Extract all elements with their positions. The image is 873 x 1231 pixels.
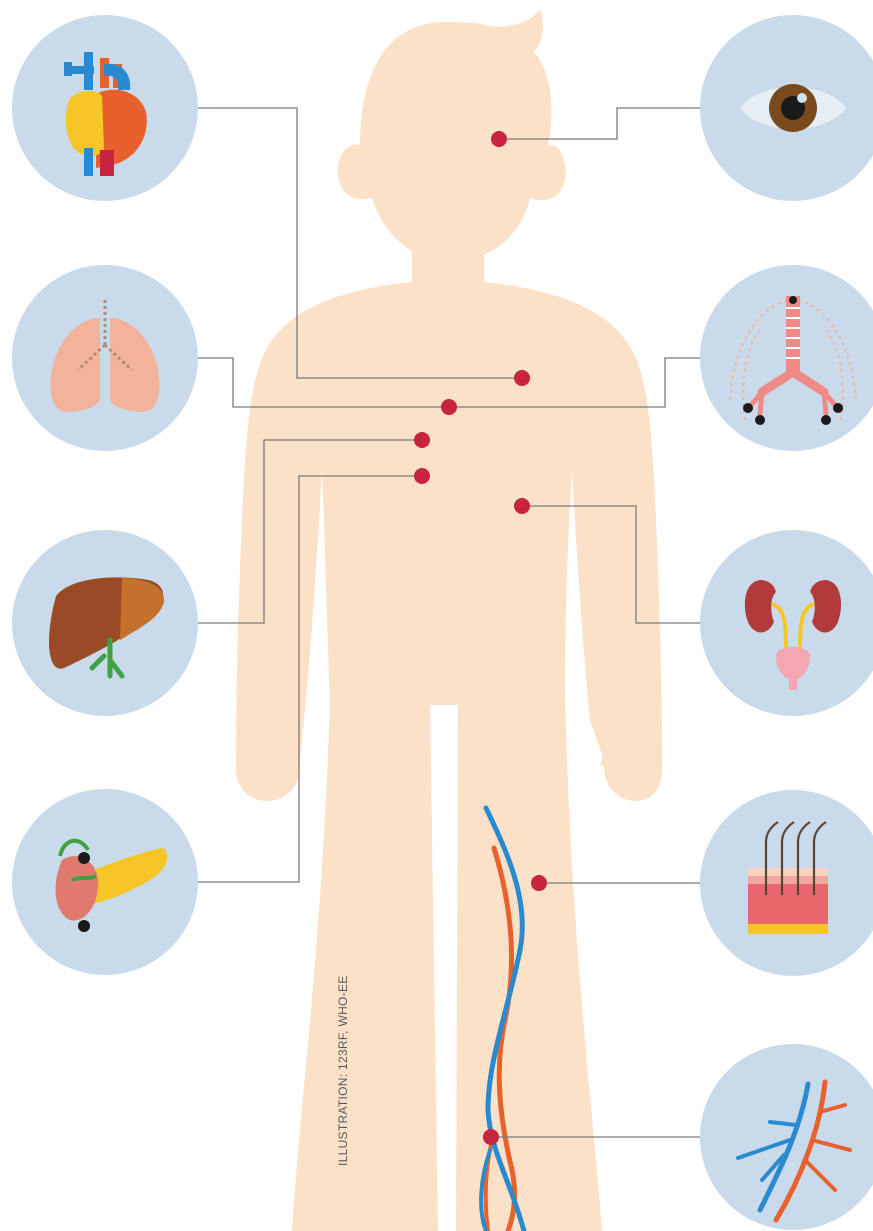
- liver-icon: [12, 530, 198, 716]
- eye-icon: [700, 15, 873, 201]
- blood-vessels-marker: [483, 1129, 499, 1145]
- right-leg: [456, 700, 602, 1231]
- blood-vessels-icon: [700, 1044, 873, 1230]
- pancreas-icon: [12, 789, 198, 975]
- heart-marker: [514, 370, 530, 386]
- heart-icon: [12, 15, 198, 201]
- illustration-credit: ILLUSTRATION: 123RF, WHO-EE: [336, 975, 350, 1166]
- torso: [236, 282, 662, 801]
- kidneys-icon: [700, 530, 873, 716]
- airways-icon: [700, 265, 873, 451]
- body-silhouette: [236, 10, 662, 1231]
- eye-marker: [491, 131, 507, 147]
- lungs-marker: [441, 399, 457, 415]
- left-leg: [292, 700, 438, 1231]
- liver-marker: [414, 432, 430, 448]
- skin-marker: [531, 875, 547, 891]
- pancreas-marker: [414, 468, 430, 484]
- kidneys-marker: [514, 498, 530, 514]
- skin-icon: [700, 790, 873, 976]
- lungs-icon: [12, 265, 198, 451]
